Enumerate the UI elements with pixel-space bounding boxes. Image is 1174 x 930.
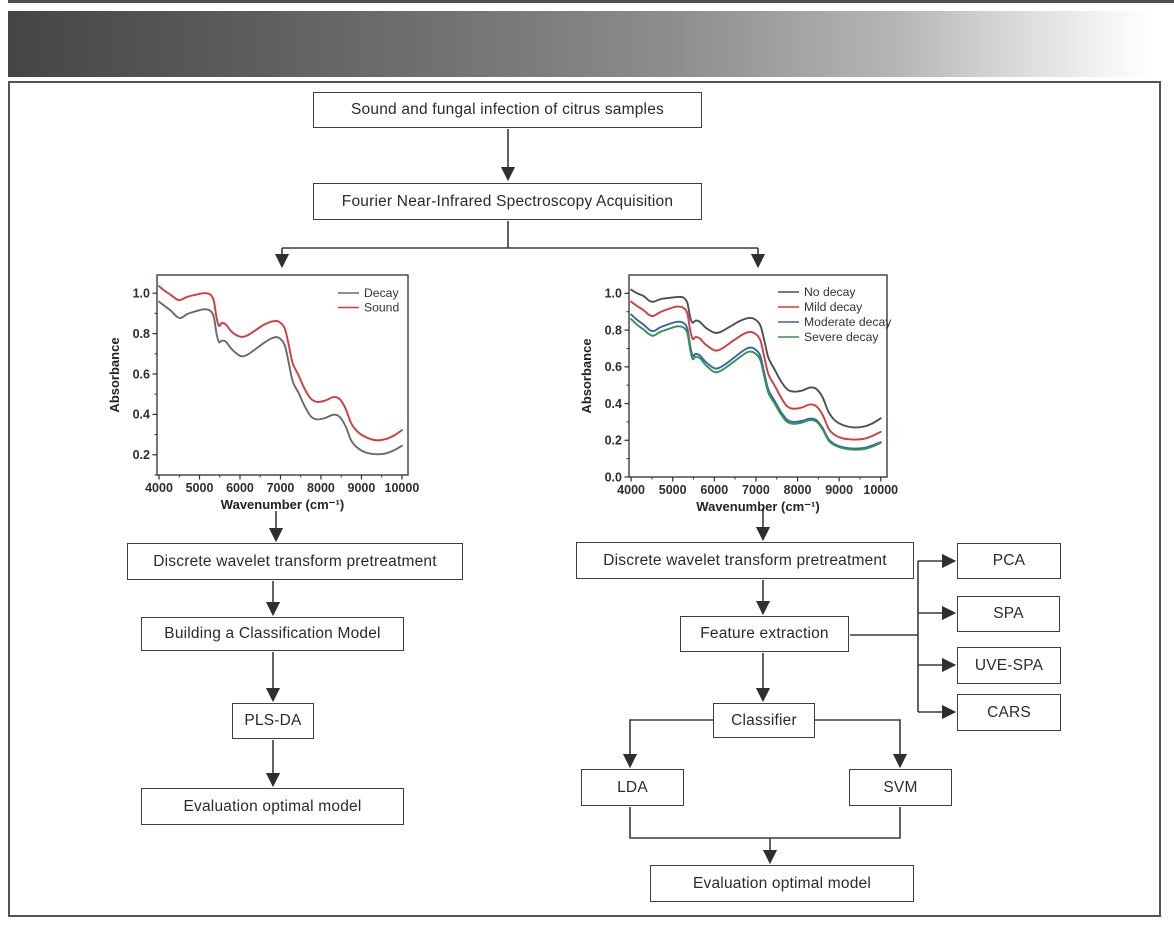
node-dwt-right: Discrete wavelet transform pretreatment <box>576 542 914 579</box>
node-acquisition-label: Fourier Near-Infrared Spectroscopy Acqui… <box>341 192 674 210</box>
svg-text:0.0: 0.0 <box>605 470 622 484</box>
node-dwt-right-label: Discrete wavelet transform pretreatment <box>603 551 887 569</box>
svg-text:Wavenumber (cm⁻¹): Wavenumber (cm⁻¹) <box>221 497 344 512</box>
node-lda-label: LDA <box>617 778 648 796</box>
svg-text:6000: 6000 <box>226 481 254 495</box>
svg-text:0.4: 0.4 <box>605 397 622 411</box>
top-rule <box>8 0 1174 3</box>
svg-text:Severe decay: Severe decay <box>804 330 879 344</box>
svg-text:0.8: 0.8 <box>133 327 150 341</box>
svg-text:4000: 4000 <box>145 481 173 495</box>
svg-text:Wavenumber (cm⁻¹): Wavenumber (cm⁻¹) <box>696 499 819 514</box>
node-feature-label: Feature extraction <box>700 625 829 642</box>
svg-text:Absorbance: Absorbance <box>579 338 594 413</box>
svg-text:5000: 5000 <box>659 483 687 497</box>
node-spa: SPA <box>957 596 1060 632</box>
node-building: Building a Classification Model <box>141 617 404 651</box>
svg-text:0.8: 0.8 <box>605 323 622 337</box>
svg-text:0.2: 0.2 <box>133 448 150 462</box>
svg-text:No decay: No decay <box>804 285 856 299</box>
node-lda: LDA <box>581 769 684 806</box>
node-eval-left: Evaluation optimal model <box>141 788 404 825</box>
node-spa-label: SPA <box>993 605 1024 622</box>
node-dwt-left: Discrete wavelet transform pretreatment <box>127 543 463 580</box>
node-plsda-label: PLS-DA <box>244 712 302 729</box>
svg-text:9000: 9000 <box>348 481 376 495</box>
node-samples-label: Sound and fungal infection of citrus sam… <box>351 101 664 118</box>
node-feature-extraction: Feature extraction <box>680 616 849 652</box>
node-classifier-label: Classifier <box>731 711 797 729</box>
node-acquisition: Fourier Near-Infrared Spectroscopy Acqui… <box>313 183 702 220</box>
svg-text:Sound: Sound <box>364 301 399 315</box>
node-plsda: PLS-DA <box>232 703 314 739</box>
right-spectra-chart: 4000 5000 6000 7000 8000 9000 10000 0.0 0.2 0.4 0.… <box>579 274 898 514</box>
svg-text:7000: 7000 <box>267 481 295 495</box>
node-svm-label: SVM <box>883 778 918 796</box>
svg-text:Absorbance: Absorbance <box>107 337 122 412</box>
node-cars: CARS <box>957 694 1061 731</box>
gradient-banner <box>8 11 1174 77</box>
svg-text:0.6: 0.6 <box>605 360 622 374</box>
node-eval-right-label: Evaluation optimal model <box>693 874 871 892</box>
svg-text:Mild decay: Mild decay <box>804 300 863 314</box>
left-spectra-chart: 4000 5000 6000 7000 8000 9000 10000 0.2 0.4 0.6 0.… <box>107 274 420 512</box>
node-uve-spa-label: UVE-SPA <box>974 656 1044 674</box>
svg-text:Decay: Decay <box>364 286 399 300</box>
svg-text:Moderate decay: Moderate decay <box>804 315 892 329</box>
node-uve-spa: UVE-SPA <box>957 647 1061 684</box>
svg-text:10000: 10000 <box>385 481 420 495</box>
node-eval-right: Evaluation optimal model <box>650 865 914 902</box>
node-pca: PCA <box>957 543 1061 579</box>
node-pca-label: PCA <box>992 552 1026 569</box>
node-samples: Sound and fungal infection of citrus sam… <box>313 92 702 128</box>
svg-text:8000: 8000 <box>784 483 812 497</box>
node-cars-label: CARS <box>987 703 1031 721</box>
svg-text:4000: 4000 <box>617 483 645 497</box>
svg-text:8000: 8000 <box>307 481 335 495</box>
node-classifier: Classifier <box>713 703 815 738</box>
svg-text:0.2: 0.2 <box>605 434 622 448</box>
svg-text:1.0: 1.0 <box>605 287 622 301</box>
svg-text:7000: 7000 <box>742 483 770 497</box>
svg-text:0.4: 0.4 <box>133 408 150 422</box>
svg-text:10000: 10000 <box>863 483 898 497</box>
svg-text:6000: 6000 <box>700 483 728 497</box>
node-eval-left-label: Evaluation optimal model <box>183 797 362 815</box>
node-svm: SVM <box>849 769 952 806</box>
svg-text:5000: 5000 <box>186 481 214 495</box>
svg-text:0.6: 0.6 <box>133 367 150 381</box>
node-dwt-left-label: Discrete wavelet transform pretreatment <box>153 552 437 570</box>
svg-text:9000: 9000 <box>825 483 853 497</box>
svg-text:1.0: 1.0 <box>133 286 150 300</box>
node-building-label: Building a Classification Model <box>164 625 381 642</box>
